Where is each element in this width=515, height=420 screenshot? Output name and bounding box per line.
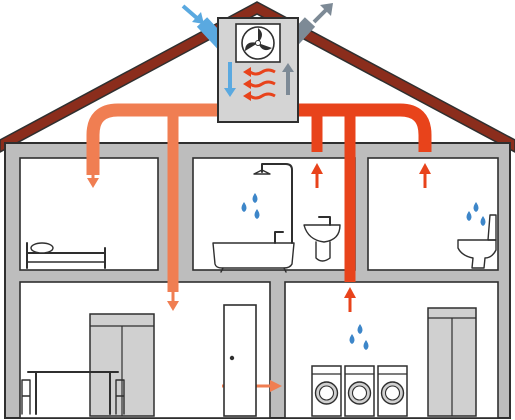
water-drop-icon xyxy=(349,334,355,344)
heat-exchange-icon xyxy=(243,67,276,101)
exhaust-arrow-bathroom xyxy=(311,163,323,188)
intake-arrow-outside xyxy=(181,4,204,24)
washing-machine-icon xyxy=(311,365,342,417)
water-drop-icon xyxy=(363,340,369,350)
washing-machine-icon xyxy=(344,365,375,417)
table-icon xyxy=(21,371,125,415)
toilet-icon xyxy=(457,214,497,269)
water-drop-icon xyxy=(252,193,258,203)
bathtub-icon xyxy=(212,231,295,273)
water-drops xyxy=(241,193,486,350)
room-bathroom xyxy=(192,157,356,271)
water-drop-icon xyxy=(480,216,486,226)
room-toilet xyxy=(367,157,499,271)
ventilation-unit xyxy=(217,17,299,123)
washing-machines xyxy=(311,365,408,417)
wardrobe-icon-laundry xyxy=(427,307,477,417)
supply-arrow-living xyxy=(167,288,179,311)
bed-icon xyxy=(26,242,106,269)
intake-arrows xyxy=(224,62,236,97)
water-drop-icon xyxy=(357,324,363,334)
door-icon xyxy=(223,304,257,417)
exhaust-duct-toilet xyxy=(283,103,432,152)
supply-duct-bedroom xyxy=(86,103,230,175)
sink-icon xyxy=(303,216,341,262)
shower-icon xyxy=(253,163,293,244)
washing-machine-icon xyxy=(377,365,408,417)
water-drop-icon xyxy=(254,209,260,219)
outlet-arrows xyxy=(282,63,294,95)
exhaust-arrow-laundry xyxy=(344,287,356,312)
fan-icon xyxy=(235,23,281,63)
supply-arrow-bedroom xyxy=(87,160,99,188)
outlet-arrow-outside xyxy=(312,3,333,24)
water-drop-icon xyxy=(466,211,472,221)
water-drop-icon xyxy=(473,202,479,212)
water-drop-icon xyxy=(241,202,247,212)
wardrobe-icon-living xyxy=(89,313,155,417)
exhaust-arrow-toilet xyxy=(419,163,431,188)
roof-shape xyxy=(0,1,515,153)
